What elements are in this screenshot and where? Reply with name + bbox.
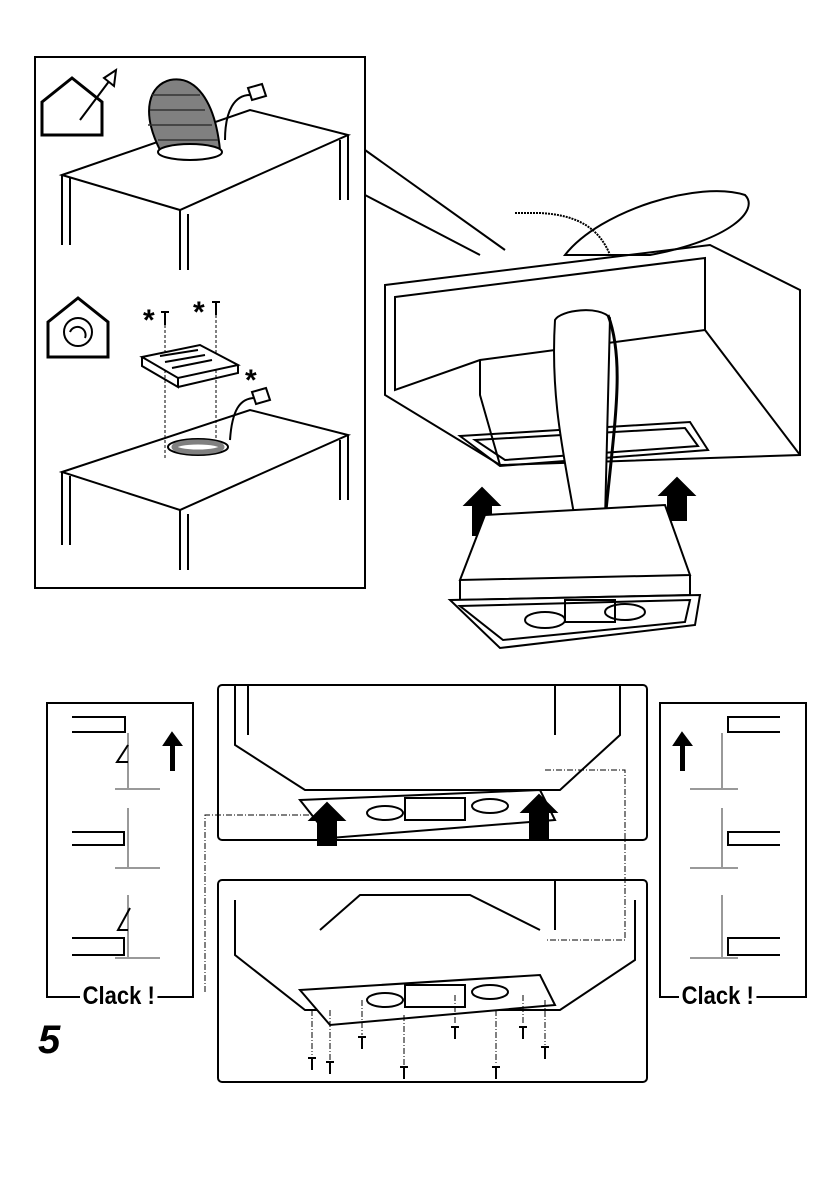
ducted-extraction-house-icon	[42, 70, 116, 135]
optional-part-marker: *	[193, 298, 205, 328]
screw-icon	[161, 302, 220, 325]
power-plug	[248, 84, 266, 100]
right-clip-detail-panel	[660, 703, 806, 997]
up-arrow-icon	[674, 733, 691, 770]
flexible-duct	[148, 79, 222, 160]
left-clack-label: Clack !	[80, 984, 157, 1009]
insert-fitting-panel-top	[218, 685, 647, 845]
hood-assembly	[385, 191, 800, 648]
recirculation-house-icon	[48, 298, 108, 357]
left-clip-detail-panel	[47, 703, 193, 997]
installation-options-panel	[35, 57, 505, 588]
step-number: 5	[38, 1020, 60, 1060]
optional-part-marker: *	[245, 366, 257, 396]
optional-part-marker: *	[143, 306, 155, 336]
screw-icon	[308, 1027, 549, 1079]
up-arrow-icon	[164, 733, 181, 770]
carbon-filter	[142, 345, 238, 387]
right-clack-label: Clack !	[679, 984, 756, 1009]
